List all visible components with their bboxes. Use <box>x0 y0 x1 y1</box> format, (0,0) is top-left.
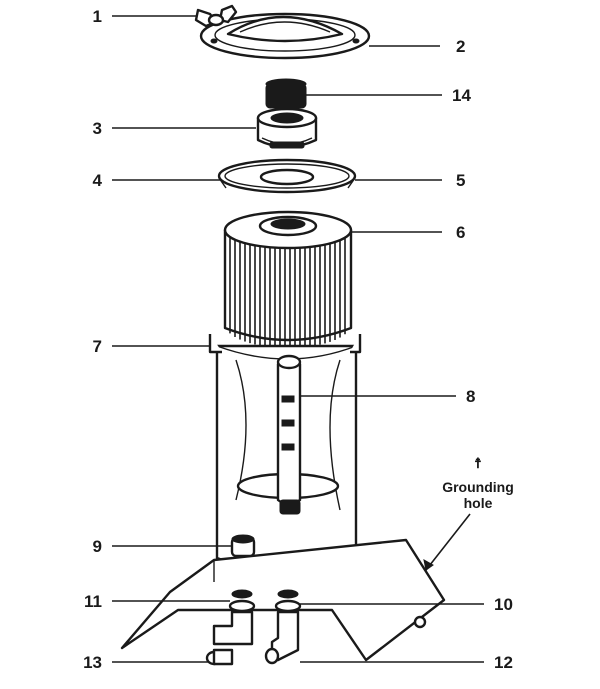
part-4-5-gasket <box>217 158 357 194</box>
filter-pleats <box>229 237 346 348</box>
grounding-callout: ☨ Grounding hole <box>423 455 514 571</box>
part-2-lid <box>199 12 371 60</box>
label-8: 8 <box>466 387 475 406</box>
label-9: 9 <box>93 537 102 556</box>
label-1: 1 <box>93 7 102 26</box>
label-7: 7 <box>93 337 102 356</box>
part-9-fitting <box>230 534 256 558</box>
label-6: 6 <box>456 223 465 242</box>
label-5: 5 <box>456 171 465 190</box>
label-2: 2 <box>456 37 465 56</box>
part-numbers: 1 2 14 3 4 5 6 7 8 9 10 11 12 13 <box>83 7 513 672</box>
leader-lines <box>112 15 484 663</box>
label-3: 3 <box>93 119 102 138</box>
label-10: 10 <box>494 595 513 614</box>
label-13: 13 <box>83 653 102 672</box>
label-4: 4 <box>93 171 103 190</box>
part-1-wing-nut <box>194 4 238 28</box>
part-8-standpipe <box>236 354 340 515</box>
part-6-filter-cartridge <box>223 210 353 348</box>
label-11: 11 <box>84 592 102 611</box>
grounding-label-line2: hole <box>464 495 493 511</box>
part-14-insert <box>265 78 307 109</box>
part-12-13-elbows <box>205 610 300 666</box>
grounding-label-line1: Grounding <box>442 479 514 495</box>
base-stand <box>120 538 446 662</box>
label-14: 14 <box>452 86 471 105</box>
part-3-valve-cap <box>256 107 318 149</box>
grounding-symbol: ☨ <box>474 455 482 471</box>
label-12: 12 <box>494 653 513 672</box>
